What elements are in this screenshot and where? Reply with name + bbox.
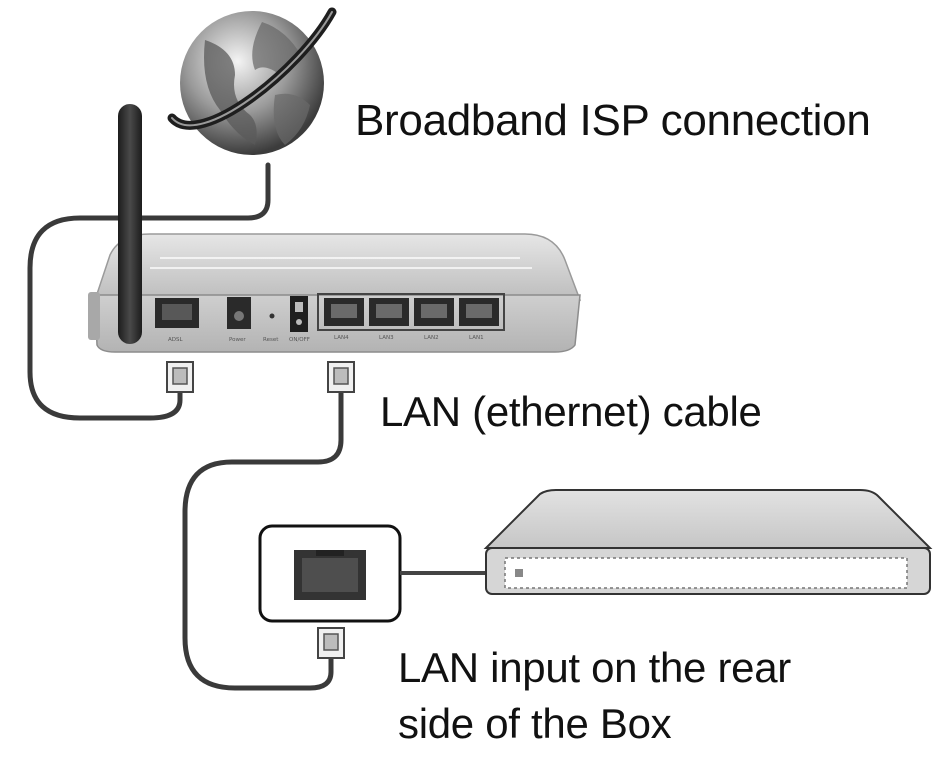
port-label-lan3: LAN3: [379, 335, 394, 341]
lan-input-label-line1: LAN input on the rear: [398, 644, 791, 691]
port-label-power: Power: [229, 337, 246, 343]
isp-cable: [27, 162, 271, 421]
rj45-plug-icon: [166, 361, 194, 393]
set-top-box-icon: [483, 489, 933, 595]
rj45-plug-icon: [327, 361, 355, 393]
lan-input-label-line2: side of the Box: [398, 700, 672, 747]
isp-connection-label: Broadband ISP connection: [355, 96, 871, 145]
lan-cable: [182, 389, 344, 691]
port-label-lan1: LAN1: [469, 335, 484, 341]
port-label-reset: Reset: [263, 337, 279, 343]
port-label-adsl: ADSL: [168, 337, 183, 343]
ethernet-port-icon: [258, 524, 402, 623]
port-label-onoff: ON/OFF: [289, 337, 310, 343]
antenna-icon: [118, 104, 142, 344]
router-icon: ADSL Power Reset ON/OFF LAN4 LAN3 LAN2 L…: [88, 233, 582, 353]
globe-icon: [167, 7, 337, 155]
lan-cable-label: LAN (ethernet) cable: [380, 388, 762, 435]
port-label-lan2: LAN2: [424, 335, 439, 341]
cables: [27, 162, 344, 691]
port-label-lan4: LAN4: [334, 335, 349, 341]
rj45-plug-icon: [317, 627, 345, 659]
